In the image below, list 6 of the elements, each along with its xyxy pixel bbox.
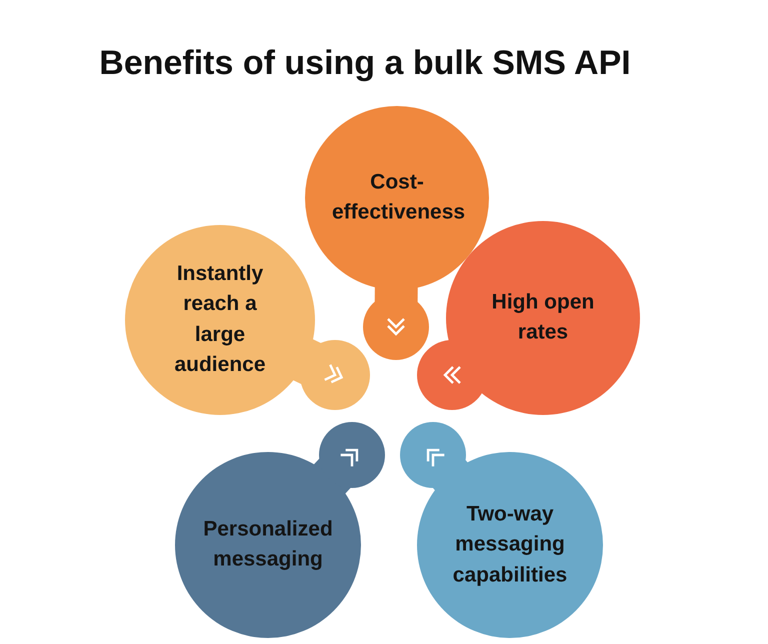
bubble-text: High open rates xyxy=(490,290,596,346)
title: Benefits of using a bulk SMS API xyxy=(98,44,632,83)
bubble-text: Cost-effectiveness xyxy=(332,170,462,226)
bubble-text: Personalized messaging xyxy=(202,516,334,573)
bubble-text: Two-way messaging capabilities xyxy=(452,501,568,588)
bubble-text: Instantly reach a large audience xyxy=(173,261,267,378)
